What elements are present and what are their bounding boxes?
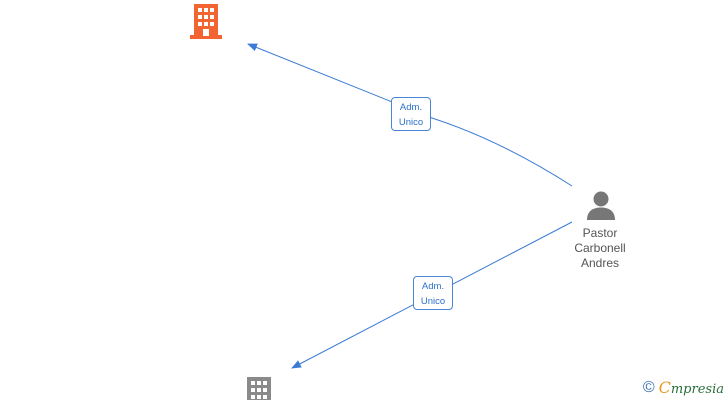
building-icon (190, 4, 222, 39)
person-name-line-1: Pastor (582, 226, 618, 240)
building-icon (247, 377, 271, 400)
copyright-icon: © (642, 378, 655, 396)
edge-label-bottom-line-2: Unico (420, 296, 446, 307)
brand-logo-rest: mpresia (670, 382, 724, 397)
edge-label-top-line-2: Unico (398, 117, 424, 128)
company-node-bottom[interactable] (247, 377, 271, 400)
edge-label-bottom[interactable]: Adm. Unico (413, 276, 453, 310)
person-icon (587, 191, 615, 220)
edge-label-top-line-1: Adm. (399, 102, 423, 113)
company-node-top[interactable] (190, 4, 222, 44)
edge-label-top[interactable]: Adm. Unico (391, 97, 431, 131)
person-name-line-2: Carbonell (574, 241, 626, 255)
person-node[interactable] (586, 190, 616, 225)
edge-label-bottom-line-1: Adm. (421, 281, 445, 292)
edge-line-top (247, 43, 573, 187)
brand-logo: Cmpresia (659, 378, 724, 397)
person-name-line-3: Andres (580, 256, 620, 270)
brand-logo-initial: C (658, 378, 671, 397)
person-name[interactable]: Pastor Carbonell Andres (560, 226, 640, 271)
brand-footer: © Cmpresia (643, 378, 724, 397)
